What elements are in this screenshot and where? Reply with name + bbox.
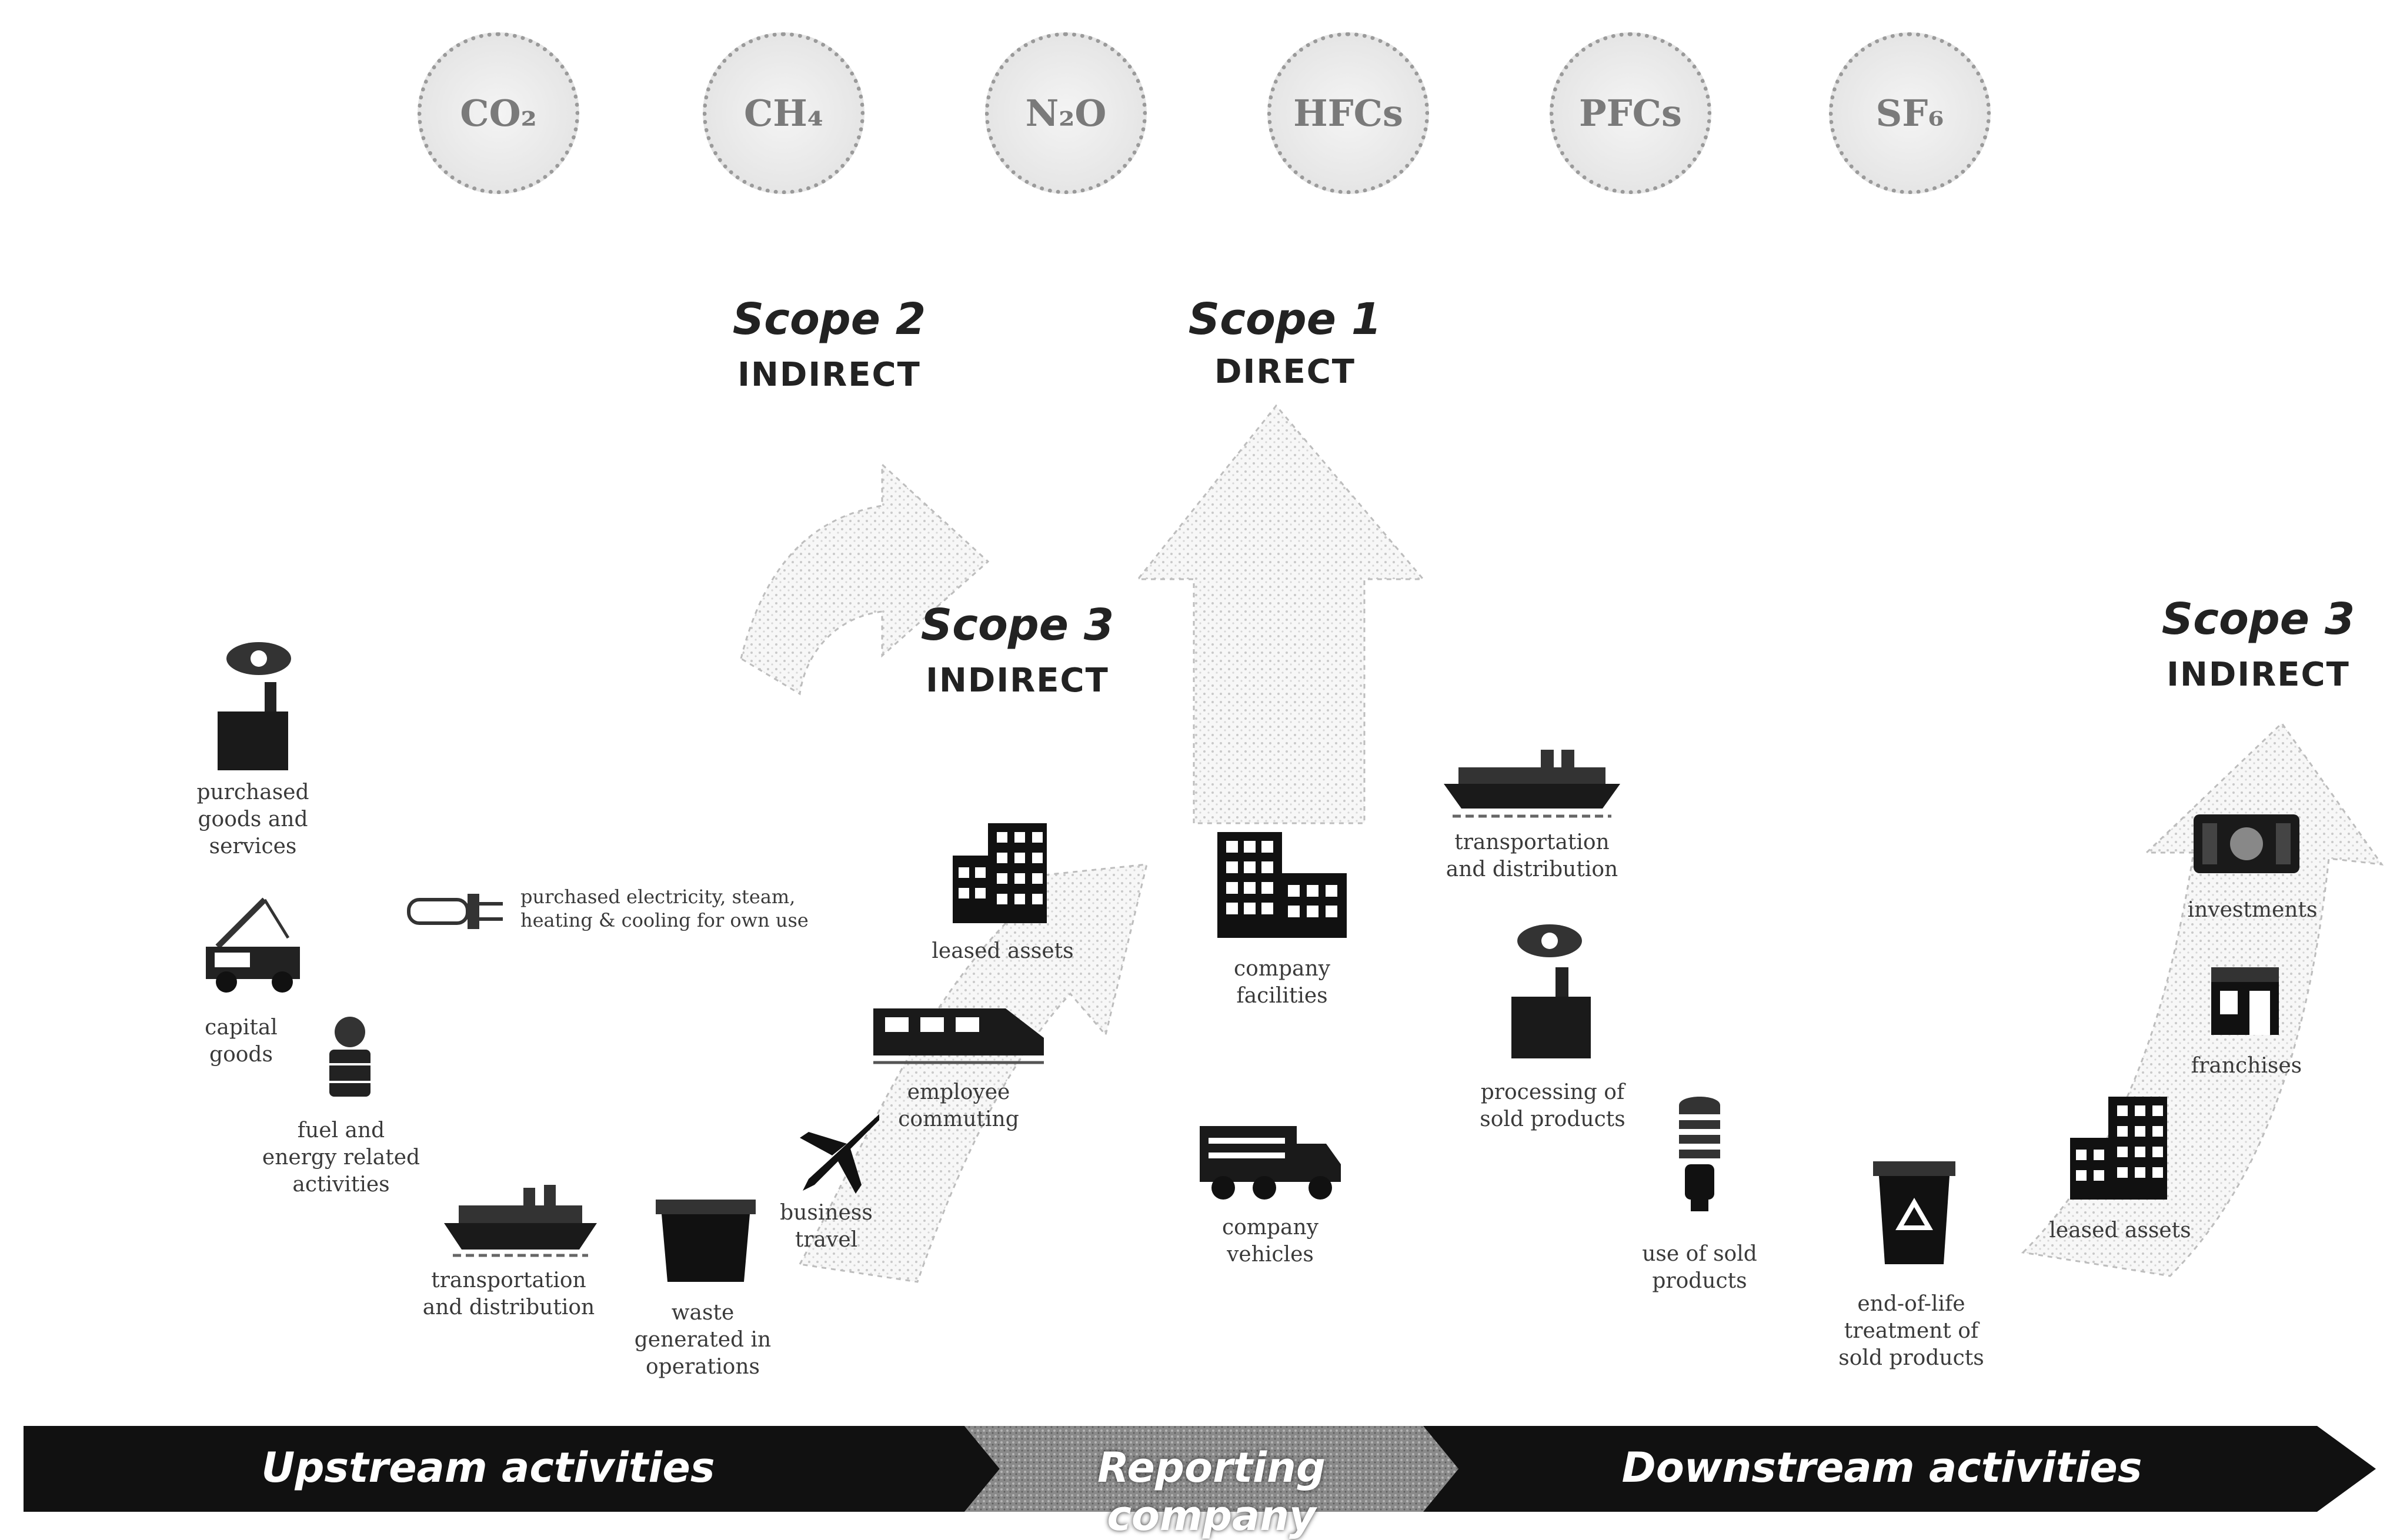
downstream-leased-assets-label: leased assets	[2049, 1218, 2191, 1242]
fuel-energy-label: fuel and energy related activities	[262, 1118, 420, 1197]
capital-goods-label: capital goods	[205, 1015, 278, 1067]
fuel-barrel-icon	[329, 1017, 370, 1097]
company-facilities-label: company facilities	[1233, 957, 1330, 1008]
purchased-goods-label: purchased goods and services	[196, 780, 309, 858]
use-of-sold-label: use of sold products	[1642, 1242, 1757, 1293]
scope3-downstream-subtitle: INDIRECT	[2167, 656, 2350, 694]
crane-truck-icon	[206, 897, 300, 993]
gas-hfcs-label: HFCs	[1293, 92, 1403, 135]
scope1-arrow	[1136, 404, 1426, 824]
gas-sf6-badge: SF₆	[1829, 32, 1991, 194]
gas-n2o-badge: N₂O	[985, 32, 1147, 194]
gas-ch4-label: CH₄	[743, 92, 824, 135]
factory-cloud-icon	[218, 642, 291, 770]
downstream-leased-building-icon	[2070, 1097, 2167, 1200]
scope1-title: Scope 1	[1188, 294, 1382, 345]
scope3-downstream-title: Scope 3	[2161, 594, 2355, 644]
activity-bar-upstream	[24, 1426, 1000, 1512]
scope3-upstream-arrow	[798, 863, 1148, 1283]
company-facilities-icon	[1217, 832, 1347, 938]
cargo-ship-icon	[444, 1185, 597, 1257]
scope3-upstream-subtitle: INDIRECT	[926, 662, 1109, 700]
plug-icon	[407, 894, 503, 929]
activity-bar-reporting	[964, 1426, 1458, 1512]
waste-bin-icon	[656, 1200, 756, 1282]
banknote-icon	[2194, 814, 2299, 873]
recycle-bin-icon	[1873, 1161, 1955, 1264]
end-of-life-label: end-of-life treatment of sold products	[1838, 1292, 1984, 1370]
franchises-label: franchises	[2191, 1054, 2302, 1078]
scope3-upstream-title: Scope 3	[920, 600, 1114, 650]
processing-label: processing of sold products	[1480, 1080, 1625, 1131]
gas-hfcs-badge: HFCs	[1267, 32, 1429, 194]
airplane-icon	[800, 1114, 879, 1194]
gas-sf6-label: SF₆	[1875, 92, 1944, 135]
upstream-leased-assets-label: leased assets	[932, 939, 1074, 963]
company-vehicles-label: company vehicles	[1221, 1215, 1318, 1267]
gas-ch4-badge: CH₄	[703, 32, 864, 194]
activity-bar-downstream	[1423, 1426, 2376, 1512]
upstream-leased-building-icon	[953, 823, 1047, 923]
upstream-activities-label: Upstream activities	[261, 1444, 715, 1492]
investments-label: investments	[2187, 898, 2318, 922]
employee-commuting-label: employee commuting	[898, 1080, 1019, 1131]
gas-pfcs-label: PFCs	[1579, 92, 1682, 135]
waste-label: waste generated in operations	[634, 1301, 772, 1379]
business-travel-label: business travel	[780, 1201, 873, 1252]
downstream-transportation-label: transportation and distribution	[1446, 830, 1618, 881]
downstream-activities-label: Downstream activities	[1621, 1444, 2142, 1492]
gas-co2-badge: CO₂	[418, 32, 579, 194]
light-bulb-icon	[1679, 1097, 1720, 1211]
upstream-transportation-label: transportation and distribution	[422, 1268, 595, 1319]
gas-pfcs-badge: PFCs	[1550, 32, 1711, 194]
scope2-title: Scope 2	[732, 294, 926, 345]
franchise-store-icon	[2211, 967, 2279, 1035]
purchased-electricity-label: purchased electricity, steam, heating & …	[520, 886, 809, 931]
train-icon	[873, 1008, 1044, 1064]
gas-co2-label: CO₂	[460, 92, 537, 135]
processing-factory-icon	[1511, 924, 1591, 1058]
downstream-cargo-ship-icon	[1444, 750, 1620, 818]
reporting-company-label: Reporting company	[1097, 1444, 1326, 1540]
scope2-arrow	[740, 462, 990, 696]
company-truck-icon	[1200, 1126, 1341, 1200]
gas-n2o-label: N₂O	[1025, 92, 1107, 135]
scope1-subtitle: DIRECT	[1214, 353, 1356, 391]
scope2-subtitle: INDIRECT	[737, 356, 921, 394]
